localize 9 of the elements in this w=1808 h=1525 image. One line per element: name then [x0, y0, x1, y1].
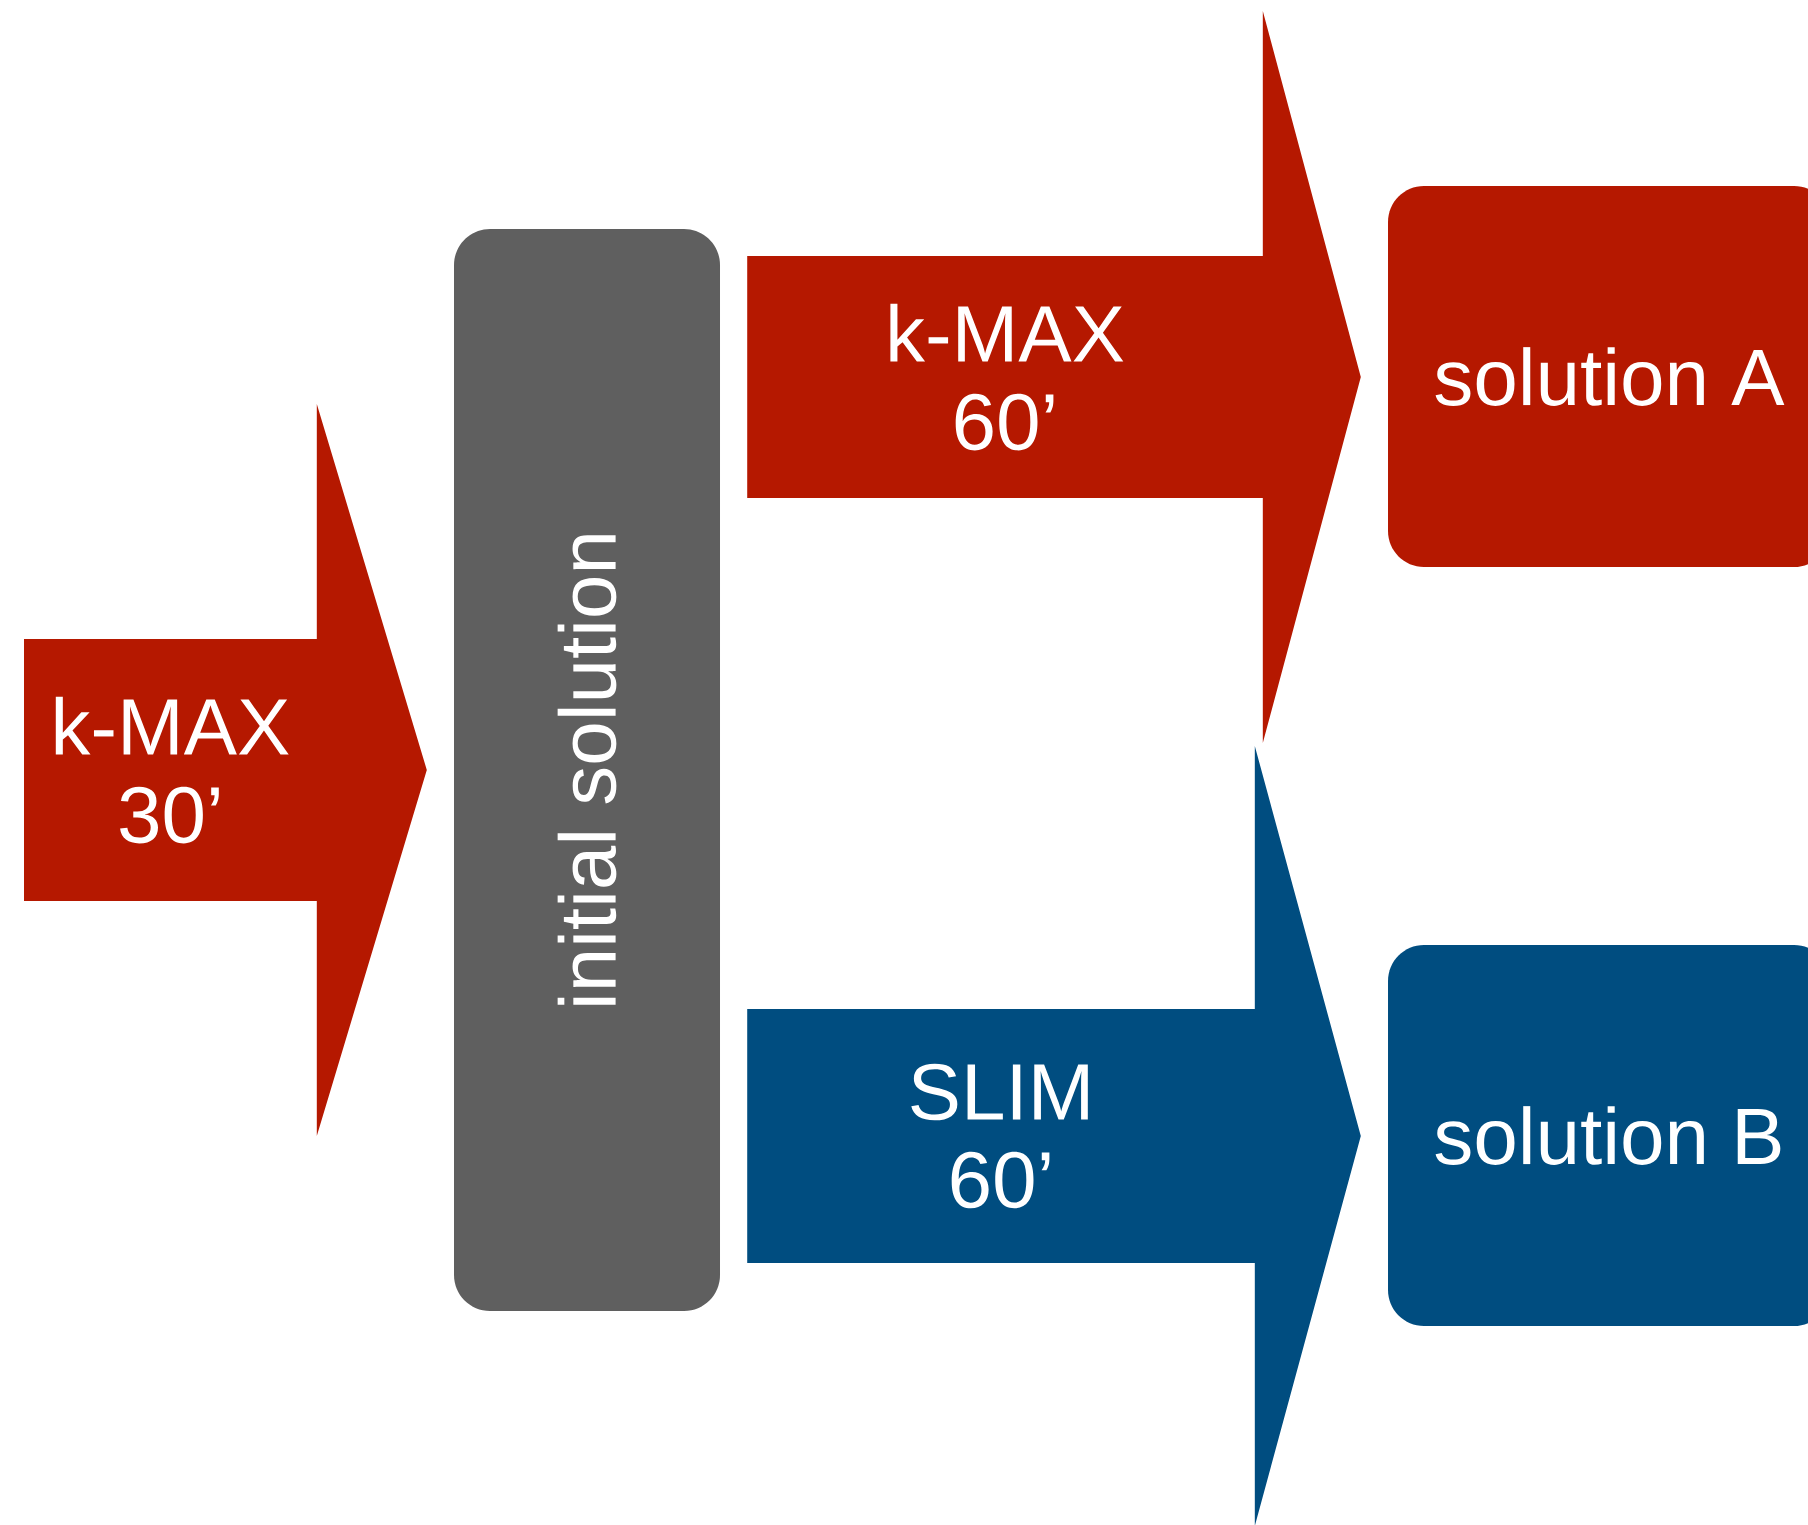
edge-label: k-MAX 60’: [890, 303, 1124, 451]
block-arrow: [747, 746, 1361, 1525]
solution-box: solution A: [1388, 186, 1808, 567]
solution-box: solution B: [1388, 945, 1808, 1326]
solution-box: initial solution: [454, 229, 720, 1311]
block-arrow: [747, 11, 1361, 743]
edge-label: SLIM 60’: [911, 1063, 1088, 1209]
edge-label: k-MAX 30’: [55, 696, 289, 844]
block-arrow: [24, 404, 427, 1136]
